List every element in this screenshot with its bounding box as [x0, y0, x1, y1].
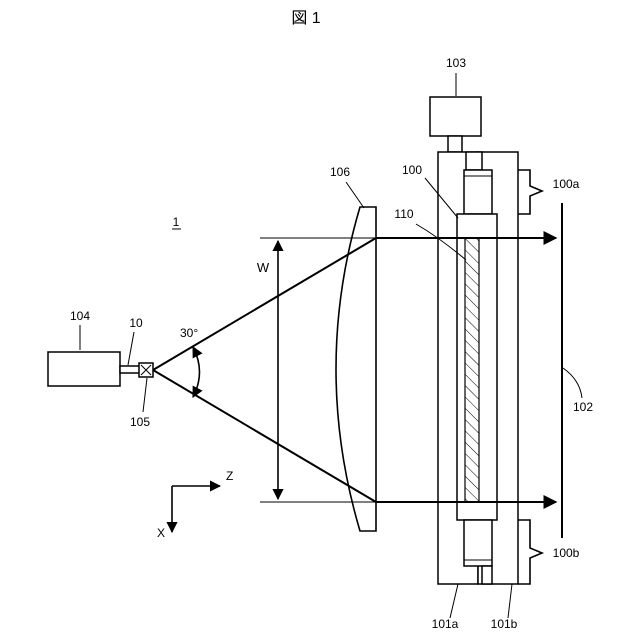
motor-box — [430, 97, 481, 136]
brace-bottom — [518, 520, 542, 584]
lens-label: 106 — [330, 165, 350, 179]
strip-label: 110 — [394, 207, 413, 221]
light-source-box — [48, 352, 120, 386]
screen-label: 102 — [573, 400, 593, 414]
scan-angle-label: 30° — [180, 326, 198, 340]
x-axis-label: X — [157, 526, 165, 540]
roller-bottom-cap — [482, 566, 492, 584]
system-label: 1 — [173, 215, 180, 229]
emitter-label: 10 — [129, 316, 143, 330]
rail-b-label: 101b — [491, 617, 518, 631]
deflector-leader — [143, 378, 147, 412]
rail-b-leader — [508, 584, 512, 618]
z-axis-label: Z — [226, 469, 233, 483]
hatched-strip — [465, 238, 479, 502]
beam-upper — [153, 238, 376, 370]
lens-leader — [346, 182, 364, 208]
screen-leader — [563, 368, 582, 398]
emitter-leader — [128, 332, 134, 365]
scan-angle-arc — [193, 347, 200, 397]
roller-top-cap — [466, 152, 482, 170]
deflector-label: 105 — [130, 415, 150, 429]
plate-b-label: 100b — [553, 546, 580, 560]
roller-top — [464, 170, 492, 214]
light-source-label: 104 — [70, 309, 90, 323]
rail-a-leader — [450, 584, 458, 618]
brace-top — [518, 170, 542, 214]
figure-title: 図 1 — [291, 10, 320, 27]
element-label: 100 — [402, 163, 422, 177]
motor-label: 103 — [446, 56, 466, 70]
rail-a-label: 101a — [432, 617, 459, 631]
width-label: W — [257, 260, 270, 275]
beam-lower — [153, 370, 376, 502]
motor-shaft — [448, 136, 462, 152]
roller-bottom — [464, 520, 492, 566]
plate-a-label: 100a — [553, 177, 580, 191]
emitter-shaft — [120, 366, 140, 373]
